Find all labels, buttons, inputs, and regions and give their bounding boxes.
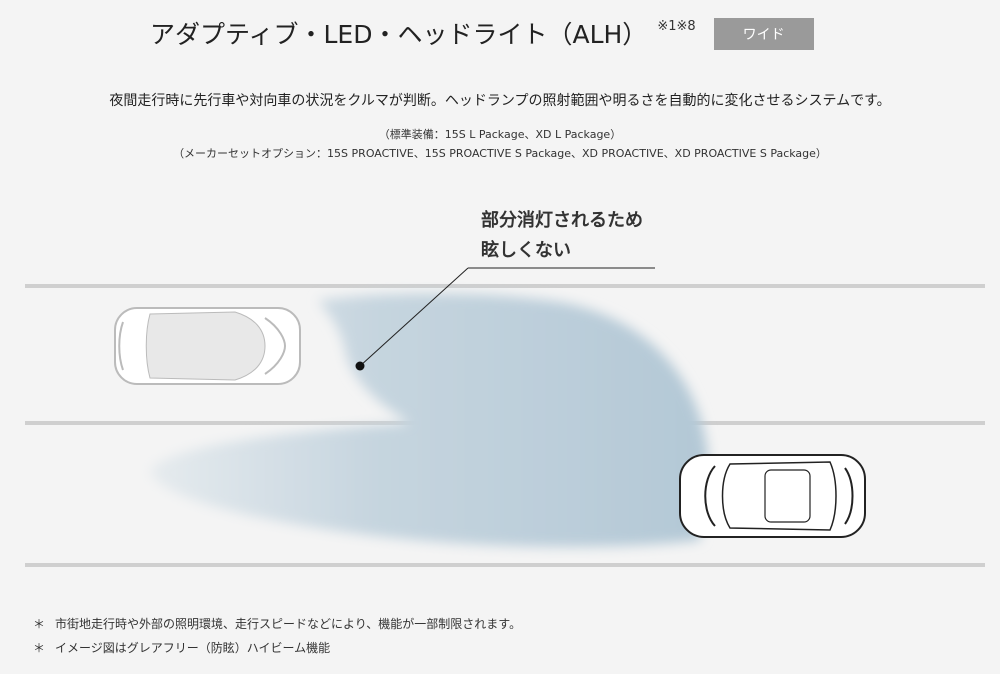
availability: （標準装備：15S L Package、XD L Package） （メーカーセ…: [0, 125, 1000, 163]
page-title: アダプティブ・LED・ヘッドライト（ALH）: [150, 20, 648, 49]
description: 夜間走行時に先行車や対向車の状況をクルマが判断。ヘッドランプの照射範囲や明るさを…: [109, 93, 891, 109]
wide-view-button[interactable]: ワイド: [713, 18, 814, 50]
callout-line-1: 部分消灯されるため: [481, 210, 643, 231]
footnote-reference: ※1※8: [657, 19, 696, 34]
standard-equipment: （標準装備：15S L Package、XD L Package）: [378, 128, 622, 141]
header: アダプティブ・LED・ヘッドライト（ALH） ※1※8 ワイド: [150, 18, 950, 52]
headlight-beam: [150, 293, 708, 547]
callout-line-2: 眩しくない: [481, 240, 571, 261]
maker-option: （メーカーセットオプション：15S PROACTIVE、15S PROACTIV…: [173, 147, 827, 160]
preceding-car-icon: [114, 307, 301, 385]
road-line-top: [25, 284, 985, 288]
footnote-mark: ＊: [33, 617, 46, 631]
callout-leader-line: [359, 267, 469, 367]
footnote-item: ＊ イメージ図はグレアフリー（防眩）ハイビーム機能: [33, 636, 521, 660]
footnote-mark: ＊: [33, 641, 46, 655]
oncoming-car-icon: [679, 454, 866, 538]
footnotes: ＊ 市街地走行時や外部の照明環境、走行スピードなどにより、機能が一部制限されます。…: [33, 612, 521, 660]
callout-text: 部分消灯されるため 眩しくない: [481, 206, 643, 266]
callout-dot: [355, 361, 365, 371]
footnote-text: イメージ図はグレアフリー（防眩）ハイビーム機能: [55, 641, 331, 655]
footnote-item: ＊ 市街地走行時や外部の照明環境、走行スピードなどにより、機能が一部制限されます。: [33, 612, 521, 636]
road-line-bottom: [25, 563, 985, 567]
footnote-text: 市街地走行時や外部の照明環境、走行スピードなどにより、機能が一部制限されます。: [55, 617, 522, 631]
